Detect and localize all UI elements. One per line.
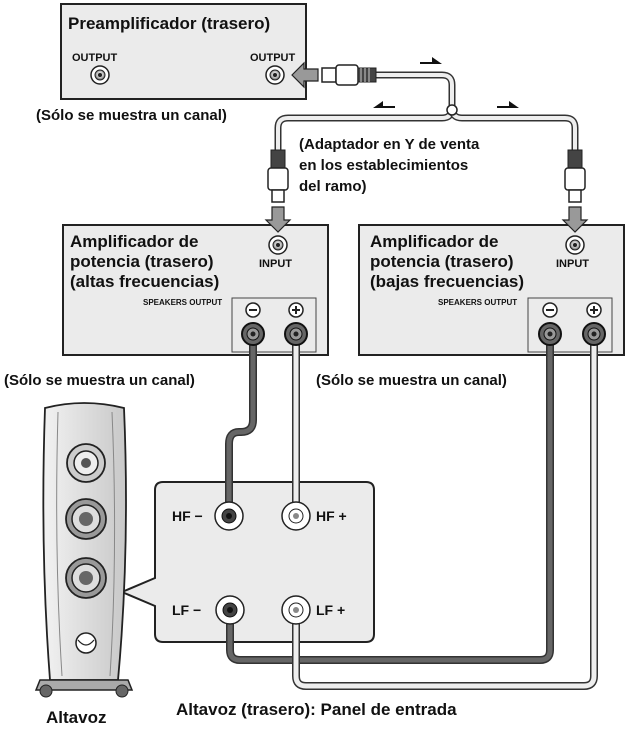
amp-low-terminal-minus xyxy=(538,322,562,346)
rca-plug-amp-low xyxy=(564,149,586,203)
amp-high-plus-icon xyxy=(288,302,304,318)
preamp-output-right-label: OUTPUT xyxy=(250,52,296,64)
y-adapter-line-3: del ramo) xyxy=(299,178,367,195)
signal-arrow-right-icon xyxy=(497,101,519,108)
amp-low-speakers-output-label: SPEAKERS OUTPUT xyxy=(438,298,518,307)
amp-high-minus-icon xyxy=(245,302,261,318)
rca-cable-main xyxy=(375,71,456,108)
insert-arrow-amp-low-icon xyxy=(561,206,589,233)
amp-high-title-line-3: (altas frecuencias) xyxy=(70,272,220,291)
amp-low-terminal-plus xyxy=(582,322,606,346)
bass-port-icon xyxy=(75,632,97,654)
amp-high-input-label: INPUT xyxy=(259,258,292,270)
rca-plug-preamp xyxy=(321,64,377,86)
preamp-output-jack-left xyxy=(90,65,110,85)
amp-low-input-label: INPUT xyxy=(556,258,589,270)
panel-terminal-hf-minus xyxy=(214,501,244,531)
panel-terminal-lf-plus xyxy=(281,595,311,625)
signal-arrow-left-icon xyxy=(373,101,395,108)
preamp-output-left-label: OUTPUT xyxy=(72,52,118,64)
rca-plug-amp-high xyxy=(267,149,289,203)
amp-high-channel-note: (Sólo se muestra un canal) xyxy=(4,372,195,389)
amp-high-speakers-panel xyxy=(231,297,317,353)
y-adapter-line-1: (Adaptador en Y de venta xyxy=(299,136,480,153)
speaker-illustration xyxy=(34,402,134,698)
amp-high-input-jack xyxy=(268,235,288,255)
panel-terminal-lf-minus xyxy=(215,595,245,625)
panel-caption: Altavoz (trasero): Panel de entrada xyxy=(176,700,457,719)
amp-high-terminal-minus xyxy=(241,322,265,346)
amp-low-title: Amplificador de potencia (trasero) (baja… xyxy=(370,232,524,292)
insert-arrow-preamp-icon xyxy=(291,61,319,89)
amp-low-minus-icon xyxy=(542,302,558,318)
amp-high-terminal-plus xyxy=(284,322,308,346)
cable-hf-minus xyxy=(225,338,257,515)
panel-label-hf-minus: HF − xyxy=(172,508,203,524)
cable-lf-minus xyxy=(226,338,554,664)
preamp-output-jack-right xyxy=(265,65,285,85)
y-split-node xyxy=(446,104,458,116)
amp-high-title-line-1: Amplificador de xyxy=(70,232,199,251)
amp-low-title-line-2: potencia (trasero) xyxy=(370,252,514,271)
y-adapter-label: (Adaptador en Y de venta en los establec… xyxy=(299,134,479,197)
amp-high-title: Amplificador de potencia (trasero) (alta… xyxy=(70,232,219,292)
panel-label-lf-minus: LF − xyxy=(172,602,202,618)
amp-low-title-line-3: (bajas frecuencias) xyxy=(370,272,525,291)
amp-low-title-line-1: Amplificador de xyxy=(370,232,499,251)
panel-terminal-hf-plus xyxy=(281,501,311,531)
amp-low-channel-note: (Sólo se muestra un canal) xyxy=(316,372,507,389)
amp-high-speakers-output-label: SPEAKERS OUTPUT xyxy=(143,298,223,307)
speaker-input-panel xyxy=(119,481,375,643)
preamp-title: Preamplificador (trasero) xyxy=(68,14,271,33)
preamp-channel-note: (Sólo se muestra un canal) xyxy=(36,107,227,124)
signal-arrow-top-icon xyxy=(420,57,442,64)
amp-low-plus-icon xyxy=(586,302,602,318)
speaker-caption: Altavoz xyxy=(46,708,107,727)
cable-lf-plus xyxy=(292,338,598,690)
panel-label-lf-plus: LF + xyxy=(316,602,346,618)
insert-arrow-amp-high-icon xyxy=(264,206,292,233)
amp-high-title-line-2: potencia (trasero) xyxy=(70,252,214,271)
y-adapter-line-2: en los establecimientos xyxy=(299,157,469,174)
amp-low-speakers-panel xyxy=(527,297,613,353)
panel-label-hf-plus: HF + xyxy=(316,508,347,524)
amp-low-input-jack xyxy=(565,235,585,255)
